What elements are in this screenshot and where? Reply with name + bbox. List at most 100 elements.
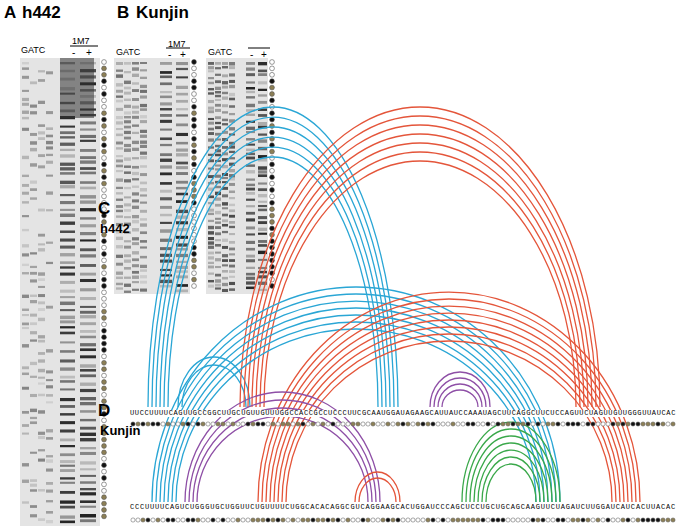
gel-band: [132, 258, 139, 261]
gel-band: [160, 280, 172, 283]
gel-band: [38, 272, 45, 275]
gel-band: [116, 62, 123, 65]
gel-band: [208, 252, 214, 255]
gel-band: [140, 182, 147, 185]
gel-band: [30, 394, 37, 397]
gel-band: [208, 132, 214, 135]
reactivity-dot: [281, 422, 285, 426]
reactivity-dot: [102, 239, 107, 244]
reactivity-dot: [231, 518, 235, 522]
gel-band: [30, 339, 37, 341]
reactivity-dot: [486, 518, 490, 522]
gel-band: [80, 195, 96, 198]
reactivity-dot: [171, 422, 175, 426]
reactivity-dot: [102, 367, 107, 372]
gel-band: [116, 70, 123, 72]
gel-band: [176, 142, 188, 145]
gel-band: [116, 255, 123, 258]
gel-band: [140, 165, 147, 167]
gel-band: [60, 445, 75, 447]
gel-band: [80, 433, 96, 436]
gel-band: [22, 156, 29, 159]
reactivity-dot: [192, 111, 197, 116]
reactivity-dot: [266, 422, 270, 426]
gel-band: [160, 190, 172, 193]
gel-band: [246, 188, 255, 191]
gel-band: [258, 133, 267, 135]
reactivity-dot: [346, 518, 350, 522]
gel-band: [215, 258, 221, 261]
reactivity-dot: [102, 335, 107, 340]
gel-band: [60, 185, 75, 188]
reactivity-dot: [236, 422, 240, 426]
gel-band: [30, 197, 37, 199]
gel-band: [80, 506, 96, 508]
reactivity-dot: [311, 518, 315, 522]
base-pair-arc: [270, 313, 628, 502]
gel-band: [176, 76, 188, 78]
reactivity-dot: [591, 422, 595, 426]
gel-band: [160, 102, 172, 105]
reactivity-dot: [192, 252, 197, 257]
gel-band: [160, 197, 172, 200]
lane-label: GATC: [208, 48, 232, 57]
reactivity-dot: [186, 518, 190, 522]
reactivity-dot: [576, 422, 580, 426]
gel-band: [160, 172, 172, 175]
gel-band: [60, 521, 75, 524]
reactivity-dot: [601, 518, 605, 522]
gel-band: [246, 104, 255, 107]
gel-band: [124, 171, 131, 173]
reactivity-dot: [281, 518, 285, 522]
gel-band: [208, 100, 214, 103]
gel-band: [246, 62, 255, 65]
reactivity-dot: [102, 354, 107, 359]
gel-band: [116, 187, 123, 189]
gel-band: [229, 66, 235, 69]
gel-band: [60, 453, 75, 456]
gel-band: [46, 370, 53, 373]
reactivity-dot: [270, 200, 275, 205]
reactivity-dot: [376, 518, 380, 522]
gel-band: [46, 455, 53, 457]
gel-band: [140, 246, 147, 248]
gel-band: [30, 279, 37, 282]
gel-band: [222, 283, 228, 286]
gel-band: [222, 246, 228, 249]
reactivity-dot: [270, 168, 275, 173]
gel-band: [124, 267, 131, 270]
gel-band: [38, 394, 45, 396]
gel-band: [60, 290, 75, 293]
reactivity-dot: [341, 518, 345, 522]
reactivity-dot: [291, 518, 295, 522]
reactivity-dot: [301, 422, 305, 426]
reactivity-dot: [586, 518, 590, 522]
reactivity-dot: [441, 518, 445, 522]
gel-band: [60, 239, 75, 242]
reactivity-dot: [391, 422, 395, 426]
gel-band: [80, 452, 96, 455]
reactivity-dot: [191, 422, 195, 426]
reactivity-dot: [161, 518, 165, 522]
gel-band: [60, 350, 75, 353]
base-pair-arc: [474, 443, 548, 502]
gel-band: [132, 132, 139, 134]
gel-band: [246, 212, 255, 215]
gel-band: [176, 68, 188, 70]
gel-band: [208, 107, 214, 110]
reactivity-dot: [551, 422, 555, 426]
reactivity-dot: [102, 85, 107, 90]
gel-band: [30, 314, 37, 317]
reactivity-dot: [491, 518, 495, 522]
gel-band: [30, 362, 37, 365]
gel-band: [132, 157, 139, 159]
gel-band: [60, 491, 75, 494]
base-pair-arc: [248, 125, 592, 407]
gel-band: [124, 277, 131, 279]
reactivity-dot: [401, 518, 405, 522]
gel-band: [60, 341, 75, 343]
gel-band: [116, 159, 123, 162]
gel-band: [116, 283, 123, 285]
gel-band: [38, 248, 45, 251]
gel-band: [215, 154, 221, 157]
